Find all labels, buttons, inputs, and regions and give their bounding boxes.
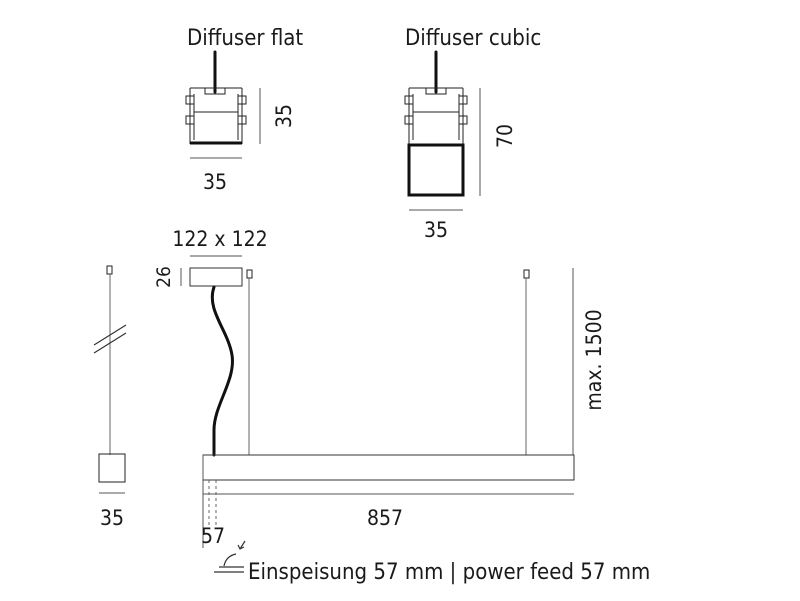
ceiling-canopy — [189, 267, 243, 287]
cubic-width-dimension: 35 — [424, 218, 448, 242]
side-view: 35 — [93, 265, 127, 530]
diffuser-flat-profile: Diffuser flat 35 35 — [185, 26, 303, 194]
power-feed-note: Einspeisung 57 mm | power feed 57 mm — [214, 540, 650, 585]
diffuser-flat-label: Diffuser flat — [187, 26, 303, 51]
front-view: 122 x 122 26 max. 1500 857 57 — [153, 227, 606, 548]
canopy-size-dimension: 122 x 122 — [172, 227, 267, 251]
power-feed-label: Einspeisung 57 mm | power feed 57 mm — [248, 560, 650, 585]
side-width-dimension: 35 — [100, 506, 124, 530]
power-cable — [210, 285, 234, 457]
diffuser-cubic-label: Diffuser cubic — [405, 26, 541, 51]
length-dimension: 857 — [367, 506, 403, 530]
cubic-height-dimension: 70 — [493, 124, 517, 148]
flat-height-dimension: 35 — [272, 104, 296, 128]
luminaire-body — [202, 454, 575, 481]
suspension-length-dimension: max. 1500 — [582, 309, 606, 410]
flat-width-dimension: 35 — [203, 170, 227, 194]
feed-offset-dimension: 57 — [201, 524, 225, 548]
diffuser-cubic-profile: Diffuser cubic 35 70 — [404, 26, 541, 242]
power-feed-icon — [214, 540, 246, 573]
canopy-height-dimension: 26 — [153, 266, 175, 288]
